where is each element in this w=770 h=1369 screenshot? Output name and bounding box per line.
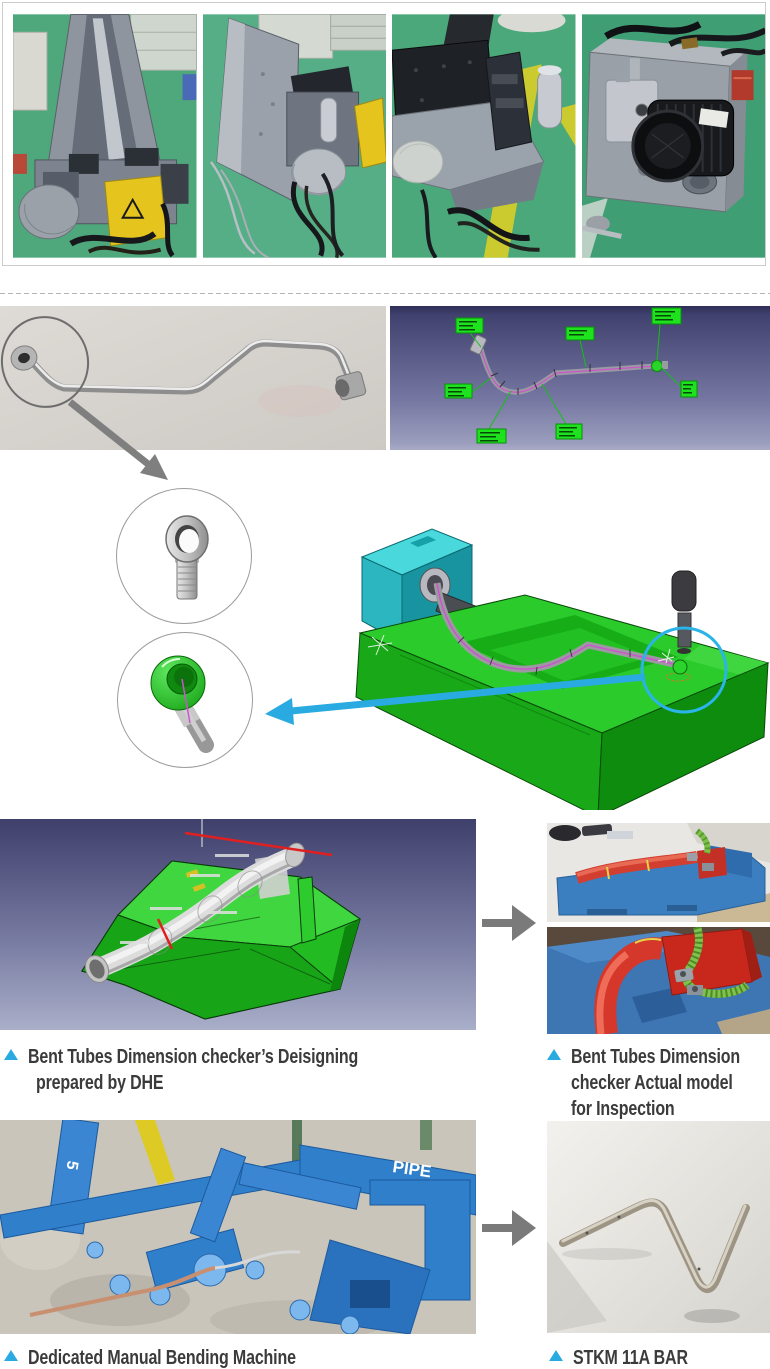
label-microtext	[448, 311, 693, 442]
caption-line: for Inspection	[571, 1098, 675, 1120]
zoom-arrow-icon	[67, 399, 168, 480]
blue-frame	[0, 1120, 476, 1334]
caption-checker-actual: Bent Tubes Dimension checker Actual mode…	[547, 1044, 770, 1122]
end-fitting-detail	[657, 648, 691, 682]
detail-highlight-circle	[640, 626, 728, 714]
caption-stkm-bar: STKM 11A BAR	[549, 1345, 717, 1369]
photo-bending-head-closeup	[392, 14, 576, 258]
bent-bar	[559, 1198, 750, 1293]
clamp-bolts	[86, 1241, 360, 1334]
reference-red-lines	[156, 831, 333, 950]
photo-manual-bending-machine: PIPE 5	[0, 1120, 476, 1334]
clamp-handle	[671, 570, 697, 654]
callout-banjo-bolt-photo	[116, 488, 252, 624]
photo-stkm-bar	[547, 1121, 770, 1333]
photo-bent-tube-sample	[0, 306, 386, 450]
fitting-highlight-ellipse	[0, 316, 90, 408]
caption-line: prepared by DHE	[36, 1072, 164, 1094]
point-labels	[120, 854, 249, 944]
caption-bullet-triangle-icon	[4, 1049, 18, 1060]
cad-tube-model	[469, 334, 668, 395]
green-checker-block	[81, 860, 362, 1020]
station-number-text: 5	[62, 1159, 80, 1171]
cad-fixture-3d-model	[355, 528, 770, 810]
photo-tube-bender-rear-view	[13, 14, 197, 258]
cad-checker-design	[0, 819, 476, 1030]
white-tube	[84, 842, 305, 984]
callout-banjo-cad-model	[117, 632, 253, 768]
caption-line: checker Actual model	[571, 1072, 733, 1094]
chrome-tube	[30, 339, 354, 395]
machine-gallery-frame	[2, 2, 766, 266]
caption-line: Bent Tubes Dimension checker’s Deisignin…	[28, 1046, 359, 1068]
bent-wire	[214, 1250, 301, 1270]
caption-bullet-triangle-icon	[4, 1350, 18, 1361]
axis-sketch	[367, 634, 393, 656]
yellow-strip	[135, 1120, 175, 1185]
yellow-clamps	[185, 869, 206, 892]
caption-bullet-triangle-icon	[547, 1049, 561, 1060]
right-arrow-icon	[482, 1210, 536, 1246]
caption-bullet-triangle-icon	[549, 1350, 563, 1361]
caption-manual-machine: Dedicated Manual Bending Machine	[4, 1345, 363, 1369]
end-nut	[335, 371, 367, 401]
photo-checker-closeup	[547, 927, 770, 1034]
banjo-fitting	[10, 345, 38, 371]
measurement-labels	[469, 323, 682, 430]
photo-hydraulic-power-unit	[581, 14, 765, 258]
dashed-divider	[0, 293, 770, 294]
photo-tube-bender-side-view	[202, 14, 386, 258]
copper-wire	[29, 1266, 216, 1317]
caption-line: Bent Tubes Dimension	[571, 1046, 740, 1068]
routed-tube	[433, 582, 679, 676]
photo-checker-full	[547, 823, 770, 922]
right-arrow-icon	[482, 905, 536, 941]
detail-pointer-arrow-icon	[265, 673, 646, 725]
cad-measurement-screenshot	[390, 306, 770, 450]
caption-line: Dedicated Manual Bending Machine	[28, 1347, 296, 1369]
caption-line: STKM 11A BAR	[573, 1347, 688, 1369]
caption-checker-design: Bent Tubes Dimension checker’s Deisignin…	[4, 1044, 441, 1096]
